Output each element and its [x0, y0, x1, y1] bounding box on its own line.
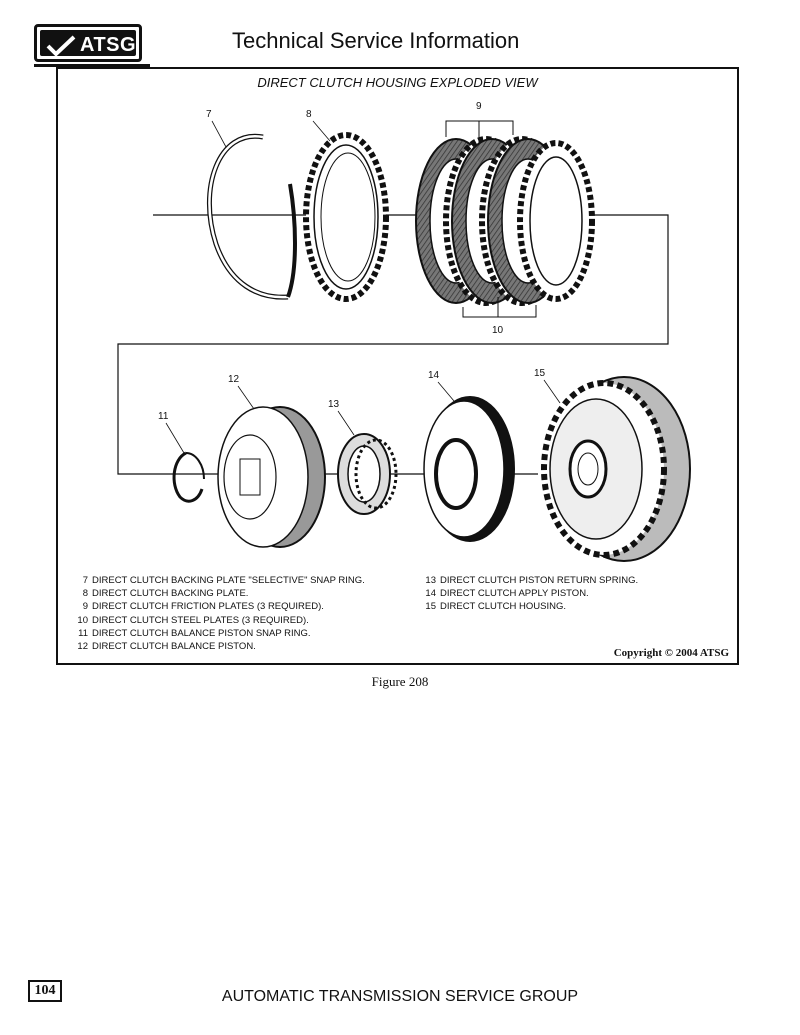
legend-right: 13 DIRECT CLUTCH PISTON RETURN SPRING. 14…	[418, 574, 638, 614]
legend-text: DIRECT CLUTCH BACKING PLATE.	[92, 588, 249, 600]
legend-number: 14	[425, 588, 436, 600]
callout-12: 12	[228, 374, 255, 410]
logo-underline	[34, 64, 150, 67]
part-14-apply-piston	[423, 396, 515, 542]
callout-13: 13	[328, 399, 355, 436]
callout-11-label: 11	[158, 411, 169, 422]
callout-8-label: 8	[306, 109, 312, 120]
part-13-return-spring	[337, 433, 398, 515]
part-11-snap-ring	[172, 451, 205, 503]
legend-item: 10 DIRECT CLUTCH STEEL PLATES (3 REQUIRED…	[70, 614, 365, 627]
callout-10-label: 10	[492, 325, 504, 336]
legend-number: 15	[425, 601, 436, 613]
footer-org: AUTOMATIC TRANSMISSION SERVICE GROUP	[221, 988, 579, 1005]
legend-text: DIRECT CLUTCH HOUSING.	[440, 601, 566, 613]
legend-text: DIRECT CLUTCH FRICTION PLATES (3 REQUIRE…	[92, 601, 324, 613]
logo-text: ATSG	[80, 34, 137, 56]
legend-text: DIRECT CLUTCH PISTON RETURN SPRING.	[440, 575, 639, 586]
atsg-logo: ATSG	[34, 24, 142, 62]
callout-8: 8	[306, 109, 331, 142]
figure-title: DIRECT CLUTCH HOUSING EXPLODED VIEW	[257, 75, 538, 90]
legend-item: 9 DIRECT CLUTCH FRICTION PLATES (3 REQUIR…	[70, 600, 365, 613]
legend-text: DIRECT CLUTCH BALANCE PISTON SNAP RING.	[92, 627, 311, 639]
exploded-view-diagram: 7 8 9 10 11 12 13 14 15	[117, 101, 691, 562]
part-8-backing-plate	[303, 132, 389, 302]
legend-number: 13	[425, 575, 436, 586]
legend-number: 8	[82, 588, 88, 600]
part-7-snap-ring	[206, 133, 297, 300]
legend-item: 15 DIRECT CLUTCH HOUSING.	[418, 600, 638, 613]
legend-number: 12	[77, 641, 88, 653]
callout-13-label: 13	[328, 399, 340, 410]
legend-item: 7 DIRECT CLUTCH BACKING PLATE "SELECTIVE"…	[70, 574, 365, 587]
callout-9: 9	[476, 101, 482, 112]
part-12-balance-piston	[217, 406, 326, 548]
callout-7-label: 7	[206, 109, 212, 120]
page-title: Technical Service Information	[232, 28, 520, 53]
checkmark-icon	[46, 35, 76, 57]
legend-number: 7	[82, 575, 88, 586]
callout-14: 14	[428, 370, 455, 402]
callout-9-label: 9	[476, 101, 482, 112]
callout-15-label: 15	[534, 368, 546, 379]
legend-item: 14 DIRECT CLUTCH APPLY PISTON.	[418, 587, 638, 600]
part-9-10-clutch-pack	[415, 120, 595, 318]
legend-item: 13 DIRECT CLUTCH PISTON RETURN SPRING.	[418, 574, 638, 587]
callout-15: 15	[534, 368, 561, 404]
legend-text: DIRECT CLUTCH BACKING PLATE "SELECTIVE" …	[92, 575, 365, 586]
figure-frame: DIRECT CLUTCH HOUSING EXPLODED VIEW	[56, 67, 739, 665]
part-15-housing	[541, 376, 691, 562]
legend-number: 9	[82, 601, 88, 613]
copyright-notice: Copyright © 2004 ATSG	[613, 647, 729, 659]
legend-text: DIRECT CLUTCH BALANCE PISTON.	[92, 641, 256, 653]
legend-text: DIRECT CLUTCH STEEL PLATES (3 REQUIRED).	[92, 614, 309, 626]
figure-caption: Figure 208	[371, 674, 429, 689]
legend-number: 10	[77, 614, 88, 626]
legend-text: DIRECT CLUTCH APPLY PISTON.	[440, 588, 589, 600]
legend-item: 12 DIRECT CLUTCH BALANCE PISTON.	[70, 640, 365, 653]
callout-14-label: 14	[428, 370, 440, 381]
callout-10: 10	[492, 325, 504, 336]
page-number: 104	[28, 980, 62, 1002]
legend-left: 7 DIRECT CLUTCH BACKING PLATE "SELECTIVE"…	[70, 574, 365, 653]
callout-7: 7	[206, 109, 227, 148]
callout-12-label: 12	[228, 374, 240, 385]
callout-11: 11	[158, 411, 185, 454]
legend-number: 11	[78, 627, 88, 639]
legend-item: 8 DIRECT CLUTCH BACKING PLATE.	[70, 587, 365, 600]
legend-item: 11 DIRECT CLUTCH BALANCE PISTON SNAP RING…	[70, 627, 365, 640]
